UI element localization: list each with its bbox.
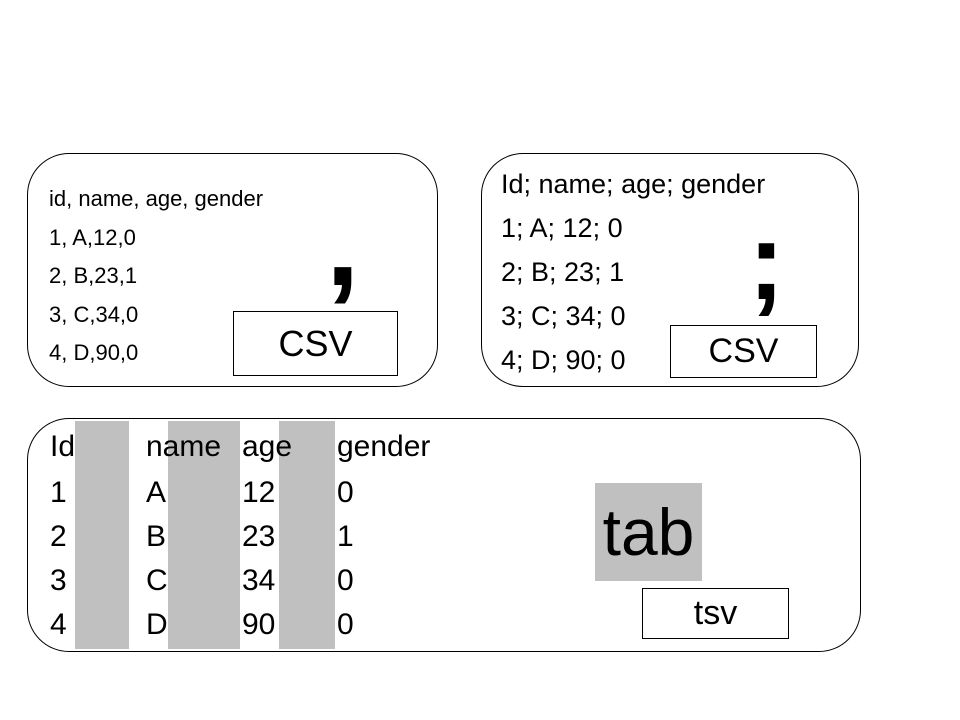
comma-csv-line: id, name, age, gender: [49, 186, 264, 211]
semicolon-csv-line: Id; name; age; gender: [501, 169, 766, 199]
tsv-cell: 12: [242, 476, 276, 509]
tsv-cell: gender: [337, 430, 431, 463]
semicolon-csv-line: 3; C; 34; 0: [501, 301, 626, 331]
tab-gap-highlight: [168, 421, 240, 649]
tsv-cell: 90: [242, 608, 276, 641]
tsv-cell: 0: [337, 564, 354, 597]
tsv-cell: 1: [50, 476, 67, 509]
comma-csv-line: 2, B,23,1: [49, 263, 138, 288]
tab-gap-highlight: [279, 421, 335, 649]
tsv-cell: 1: [337, 520, 354, 553]
tsv-label: tsv: [642, 588, 789, 639]
tsv-panel: Id name age gender 1 A 12 0 2 B 23 1 3 C…: [27, 418, 861, 652]
tsv-cell: name: [146, 430, 222, 463]
tsv-cell: Id: [50, 430, 76, 463]
semicolon-csv-panel: Id; name; age; gender 1; A; 12; 0 2; B; …: [481, 153, 859, 387]
semicolon-csv-line: 1; A; 12; 0: [501, 213, 623, 243]
tsv-cell: B: [146, 520, 167, 553]
tsv-cell: A: [146, 476, 167, 509]
tsv-cell: 34: [242, 564, 276, 597]
semicolon-csv-line: 2; B; 23; 1: [501, 257, 625, 287]
tab-gap-highlight: [75, 421, 129, 649]
tsv-cell: 0: [337, 608, 354, 641]
comma-csv-line: 3, C,34,0: [49, 301, 139, 327]
tab-separator-word: tab: [595, 483, 702, 581]
semicolon-csv-lines: Id; name; age; gender 1; A; 12; 0 2; B; …: [501, 162, 765, 382]
tsv-cell: 0: [337, 476, 354, 509]
semicolon-csv-label: CSV: [670, 325, 817, 378]
comma-separator-glyph: ,: [326, 177, 360, 311]
tsv-cell: C: [146, 564, 168, 597]
comma-csv-panel: id, name, age, gender 1, A,12,0 2, B,23,…: [27, 153, 438, 387]
comma-csv-label: CSV: [233, 311, 398, 376]
semicolon-csv-line: 4; D; 90; 0: [501, 345, 626, 375]
comma-csv-lines: id, name, age, gender 1, A,12,0 2, B,23,…: [49, 180, 263, 373]
tsv-cell: 2: [50, 520, 67, 553]
tsv-cell: D: [146, 608, 168, 641]
tsv-cell: 23: [242, 520, 276, 553]
semicolon-separator-glyph: ;: [748, 200, 785, 323]
tsv-cell: 4: [50, 608, 67, 641]
comma-csv-line: 4, D,90,0: [49, 340, 139, 365]
tsv-cell: age: [242, 430, 293, 463]
comma-csv-line: 1, A,12,0: [49, 224, 136, 250]
tsv-cell: 3: [50, 564, 67, 597]
